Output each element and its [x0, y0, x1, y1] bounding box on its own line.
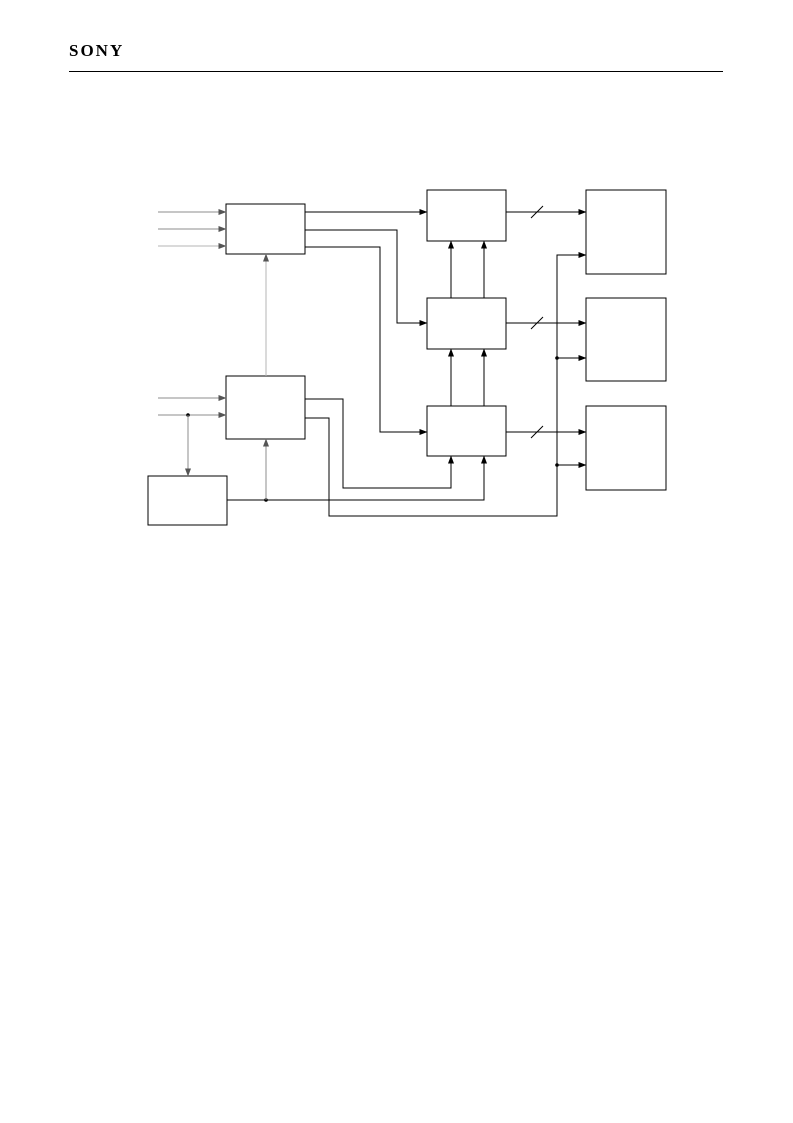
block-b: [225, 375, 306, 440]
block-a: [225, 203, 306, 255]
bus-slash: [530, 205, 544, 219]
block-i: [585, 405, 667, 491]
block-f: [426, 405, 507, 457]
bus-slash: [530, 316, 544, 330]
a-to-f-line: [305, 246, 428, 435]
sony-logo: SONY: [69, 41, 125, 60]
block-h: [585, 297, 667, 382]
block-d: [426, 189, 507, 242]
bus-slash: [530, 425, 544, 439]
c-out-line: [227, 455, 487, 501]
header-rule: [69, 71, 723, 72]
block-e: [426, 297, 507, 350]
b-to-f-line: [305, 398, 454, 489]
b-to-right-bus: [305, 254, 586, 517]
a-to-e-line: [305, 229, 428, 326]
block-c: [147, 475, 228, 526]
block-g: [585, 189, 667, 275]
